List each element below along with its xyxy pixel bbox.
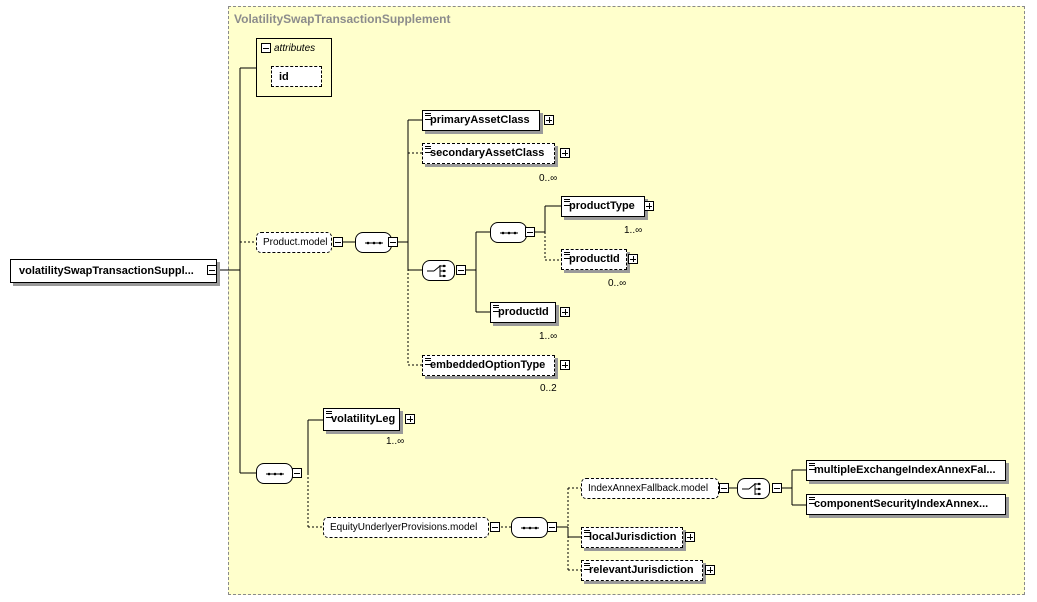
cardinality-label: 1..∞: [624, 225, 643, 236]
cardinality-label: 1..∞: [539, 331, 558, 342]
relevant-jurisdiction-element[interactable]: relevantJurisdiction: [581, 560, 703, 581]
expand-icon[interactable]: [644, 201, 654, 211]
attribute-id[interactable]: id: [271, 66, 322, 87]
product-model-group[interactable]: Product.model: [256, 232, 332, 253]
multiple-exchange-element[interactable]: multipleExchangeIndexAnnexFal...: [806, 460, 1006, 481]
sequence-compositor[interactable]: [256, 463, 293, 484]
expand-icon[interactable]: [560, 148, 570, 158]
element-lines-icon: [809, 463, 815, 470]
collapse-icon[interactable]: [525, 227, 535, 237]
attributes-label: attributes: [274, 43, 316, 54]
index-annex-fallback-label: IndexAnnexFallback.model: [588, 483, 709, 494]
element-lines-icon: [564, 199, 570, 206]
secondary-asset-class-element[interactable]: secondaryAssetClass: [422, 143, 555, 164]
index-annex-fallback-group[interactable]: IndexAnnexFallback.model: [581, 478, 719, 499]
expand-icon[interactable]: [685, 532, 695, 542]
expand-icon[interactable]: [628, 254, 638, 264]
element-lines-icon: [425, 113, 431, 120]
collapse-icon[interactable]: [207, 265, 217, 275]
sequence-compositor[interactable]: [355, 232, 392, 253]
sequence-compositor-icon: [521, 526, 539, 530]
collapse-icon[interactable]: [547, 522, 557, 532]
product-model-label: Product.model: [263, 237, 328, 248]
collapse-icon[interactable]: [333, 237, 343, 247]
sequence-compositor-icon: [500, 231, 518, 235]
product-id-optional-element[interactable]: productId: [561, 249, 627, 270]
element-lines-icon: [809, 497, 815, 504]
element-lines-icon: [564, 252, 570, 259]
local-jurisdiction-label: localJurisdiction: [589, 531, 677, 543]
complex-type-title: VolatilitySwapTransactionSupplement: [234, 12, 451, 26]
component-security-element[interactable]: componentSecurityIndexAnnex...: [806, 494, 1006, 515]
embedded-option-type-label: embeddedOptionType: [430, 359, 546, 371]
cardinality-label: 0..∞: [608, 278, 627, 289]
multiple-exchange-label: multipleExchangeIndexAnnexFal...: [814, 464, 996, 476]
cardinality-label: 1..∞: [386, 436, 405, 447]
volatility-leg-element[interactable]: volatilityLeg: [323, 408, 400, 431]
sequence-compositor-icon: [365, 241, 383, 245]
product-type-element[interactable]: productType: [561, 196, 645, 217]
choice-compositor-icon: [742, 482, 761, 496]
expand-icon[interactable]: [405, 414, 415, 424]
cardinality-label: 0..∞: [539, 173, 558, 184]
collapse-icon[interactable]: [456, 265, 466, 275]
collapse-icon[interactable]: [772, 483, 782, 493]
component-security-label: componentSecurityIndexAnnex...: [814, 498, 989, 510]
collapse-icon[interactable]: [292, 468, 302, 478]
cardinality-label: 0..2: [540, 383, 557, 394]
volatility-leg-label: volatilityLeg: [331, 413, 396, 425]
choice-compositor-icon: [427, 264, 446, 278]
root-element-label: volatilitySwapTransactionSuppl...: [19, 265, 194, 277]
local-jurisdiction-element[interactable]: localJurisdiction: [581, 527, 683, 548]
expand-icon[interactable]: [544, 115, 554, 125]
relevant-jurisdiction-label: relevantJurisdiction: [589, 564, 694, 576]
expand-icon[interactable]: [560, 360, 570, 370]
equity-underlyer-provisions-label: EquityUnderlyerProvisions.model: [330, 522, 478, 533]
sequence-compositor[interactable]: [511, 517, 548, 538]
primary-asset-class-element[interactable]: primaryAssetClass: [422, 110, 540, 131]
element-lines-icon: [326, 411, 332, 418]
equity-underlyer-provisions-group[interactable]: EquityUnderlyerProvisions.model: [323, 517, 489, 538]
element-lines-icon: [584, 530, 590, 537]
root-element-box[interactable]: volatilitySwapTransactionSuppl...: [10, 259, 217, 283]
product-id-label: productId: [498, 306, 549, 318]
element-lines-icon: [425, 146, 431, 153]
sequence-compositor[interactable]: [490, 222, 527, 243]
collapse-icon[interactable]: [261, 43, 271, 53]
expand-icon[interactable]: [560, 307, 570, 317]
element-lines-icon: [425, 358, 431, 365]
element-lines-icon: [493, 305, 499, 312]
choice-compositor[interactable]: [737, 478, 770, 499]
choice-compositor[interactable]: [422, 260, 455, 281]
collapse-icon[interactable]: [388, 237, 398, 247]
embedded-option-type-element[interactable]: embeddedOptionType: [422, 355, 555, 376]
product-id-element[interactable]: productId: [490, 302, 556, 323]
expand-icon[interactable]: [705, 565, 715, 575]
element-lines-icon: [584, 563, 590, 570]
sequence-compositor-icon: [266, 472, 284, 476]
product-type-label: productType: [569, 200, 635, 212]
primary-asset-class-label: primaryAssetClass: [430, 114, 530, 126]
secondary-asset-class-label: secondaryAssetClass: [430, 147, 545, 159]
collapse-icon[interactable]: [490, 522, 500, 532]
collapse-icon[interactable]: [719, 483, 729, 493]
product-id-optional-label: productId: [569, 253, 620, 265]
